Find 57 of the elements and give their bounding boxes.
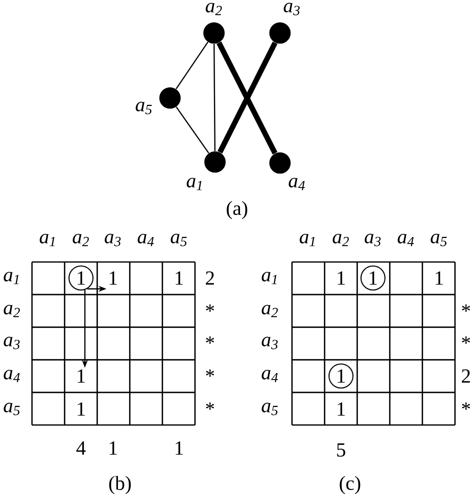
matrix-value: * <box>462 304 470 312</box>
vertex-label: a$_{1}$ <box>186 178 202 190</box>
axis-label: a$_{1}$ <box>300 234 315 246</box>
matrix-value: * <box>206 304 214 312</box>
matrix-value: * <box>206 369 214 377</box>
axis-label: a$_{3}$ <box>364 234 381 246</box>
axis-label: a$_{5}$ <box>170 234 187 246</box>
vertex-dot <box>204 151 226 173</box>
matrix-value: 1 <box>436 271 443 285</box>
cell-number: 1 <box>110 271 117 285</box>
vertex-dot <box>159 87 181 109</box>
matrix-value: * <box>462 336 470 344</box>
matrix-value: (b) <box>109 476 131 494</box>
axis-label: a$_{3}$ <box>262 336 278 350</box>
connector <box>176 106 210 154</box>
matrix-value: 1 <box>176 441 183 455</box>
axis-label: a$_{2}$ <box>332 234 349 246</box>
connector <box>176 42 208 90</box>
axis-label: a$_{5}$ <box>430 234 447 246</box>
circled-number: 1 <box>328 363 354 389</box>
axis-label: a$_{5}$ <box>4 402 20 416</box>
vertex-label: a$_{3}$ <box>284 2 300 16</box>
matrix-value: * <box>206 336 214 344</box>
axis-label: a$_{1}$ <box>40 234 55 246</box>
matrix-value: (a) <box>226 200 248 220</box>
circled-number: 1 <box>360 265 386 291</box>
matrix-value: (c) <box>340 476 360 494</box>
axis-label: a$_{1}$ <box>262 272 277 284</box>
axis-label: a$_{2}$ <box>262 304 278 318</box>
matrix-value: 5 <box>337 443 346 457</box>
vertex-dot <box>203 22 225 44</box>
matrix-value: 1 <box>110 441 117 455</box>
matrix-value: 2 <box>462 369 470 383</box>
matrix-value: * <box>206 402 214 410</box>
matrix-value: 2 <box>206 271 214 285</box>
vertex-dot <box>269 152 291 174</box>
cell-number: 1 <box>78 369 85 383</box>
connector <box>213 44 216 152</box>
axis-label: a$_{1}$ <box>4 272 19 284</box>
axis-label: a$_{4}$ <box>262 370 278 382</box>
axis-label: a$_{2}$ <box>72 234 89 246</box>
axis-label: a$_{5}$ <box>262 402 278 416</box>
axis-label: a$_{4}$ <box>4 370 20 382</box>
axis-label: a$_{3}$ <box>4 336 20 350</box>
vertex-label: a$_{5}$ <box>136 102 152 114</box>
vertex-dot <box>269 22 291 44</box>
matrix-value: 1 <box>78 402 85 416</box>
vertex-label: a$_{2}$ <box>206 2 222 16</box>
matrix-value: * <box>462 402 470 410</box>
axis-label: a$_{4}$ <box>398 234 414 246</box>
matrix-value: 1 <box>176 271 183 285</box>
axis-label: a$_{4}$ <box>138 234 154 246</box>
vertex-label: a$_{4}$ <box>288 178 305 190</box>
axis-label: a$_{3}$ <box>104 234 121 246</box>
circled-number: 1 <box>68 265 94 291</box>
matrix-value: 4 <box>76 441 86 455</box>
axis-label: a$_{2}$ <box>4 304 20 318</box>
